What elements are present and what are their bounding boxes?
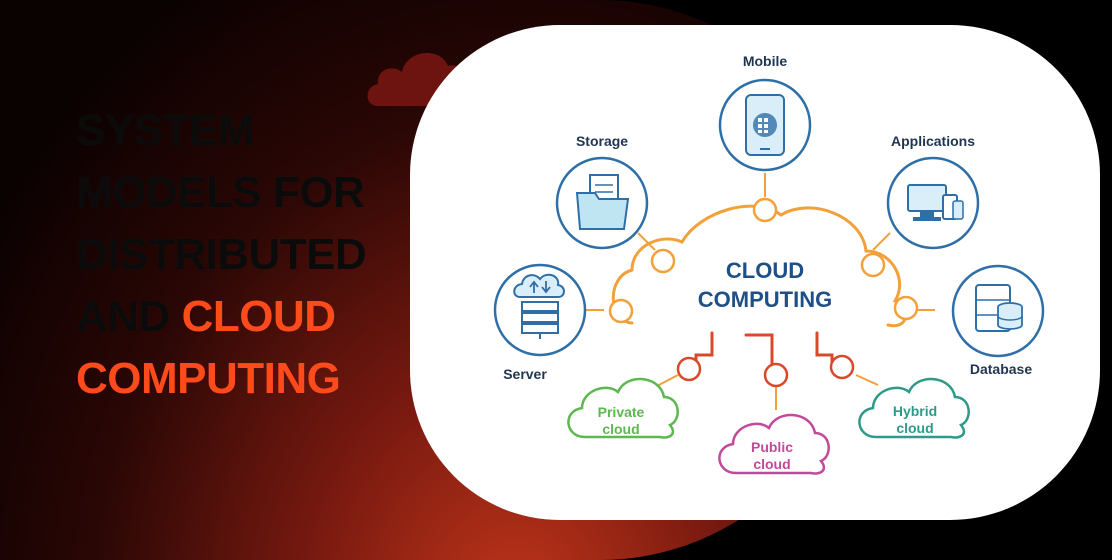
center-title-line-2: COMPUTING (698, 287, 832, 312)
spoke-lines (586, 173, 935, 311)
headline-cloud: CLOUD (181, 292, 336, 341)
junction-circle (650, 248, 676, 274)
node-server: Server (493, 263, 587, 382)
private-cloud: Private cloud (567, 377, 679, 439)
hybrid-cloud: Hybrid cloud (858, 377, 970, 439)
junction-circle (676, 356, 702, 382)
cloud-connectors (694, 331, 834, 367)
diagram-card: CLOUD COMPUTING Mobile Storage Applicati… (410, 25, 1100, 520)
headline-line-1: SYSTEM (76, 106, 254, 155)
folder-icon (575, 174, 630, 230)
junction-circle (893, 295, 919, 321)
database-icon (975, 284, 1023, 332)
node-applications: Applications (886, 133, 980, 250)
node-database: Database (951, 264, 1045, 377)
headline-line-4: AND CLOUD (76, 286, 406, 348)
hybrid-cloud-line-2: cloud (896, 420, 933, 436)
public-cloud: Public cloud (718, 413, 830, 475)
private-cloud-line-1: Private (598, 404, 645, 420)
junction-circles (608, 197, 919, 388)
junction-circle (752, 197, 778, 223)
private-cloud-icon (567, 377, 679, 439)
node-label-mobile: Mobile (743, 53, 788, 69)
central-cloud-outline (611, 204, 907, 328)
node-label-storage: Storage (576, 133, 628, 149)
node-label-applications: Applications (891, 133, 975, 149)
headline-and: AND (76, 292, 170, 341)
node-mobile: Mobile (718, 53, 812, 172)
cloud-computing-diagram: CLOUD COMPUTING Mobile Storage Applicati… (493, 53, 1045, 475)
mobile-phone-icon (745, 94, 785, 156)
node-label-server: Server (503, 366, 547, 382)
public-cloud-icon (718, 413, 830, 475)
hybrid-cloud-icon (858, 377, 970, 439)
junction-circle (860, 252, 886, 278)
headline: SYSTEM MODELS FOR DISTRIBUTED AND CLOUD … (76, 100, 406, 410)
junction-circle (608, 298, 634, 324)
devices-icon (907, 184, 964, 221)
hybrid-cloud-line-1: Hybrid (893, 403, 937, 419)
node-storage: Storage (555, 133, 649, 250)
headline-line-5: COMPUTING (76, 354, 341, 403)
node-label-database: Database (970, 361, 1032, 377)
server-cloud-icon (513, 273, 565, 339)
junction-circle (829, 354, 855, 380)
private-cloud-line-2: cloud (602, 421, 639, 437)
center-title-line-1: CLOUD (726, 258, 804, 283)
public-cloud-line-1: Public (751, 439, 793, 455)
headline-line-3: DISTRIBUTED (76, 230, 367, 279)
headline-line-2: MODELS FOR (76, 168, 365, 217)
junction-circle (763, 362, 789, 388)
public-cloud-line-2: cloud (753, 456, 790, 472)
